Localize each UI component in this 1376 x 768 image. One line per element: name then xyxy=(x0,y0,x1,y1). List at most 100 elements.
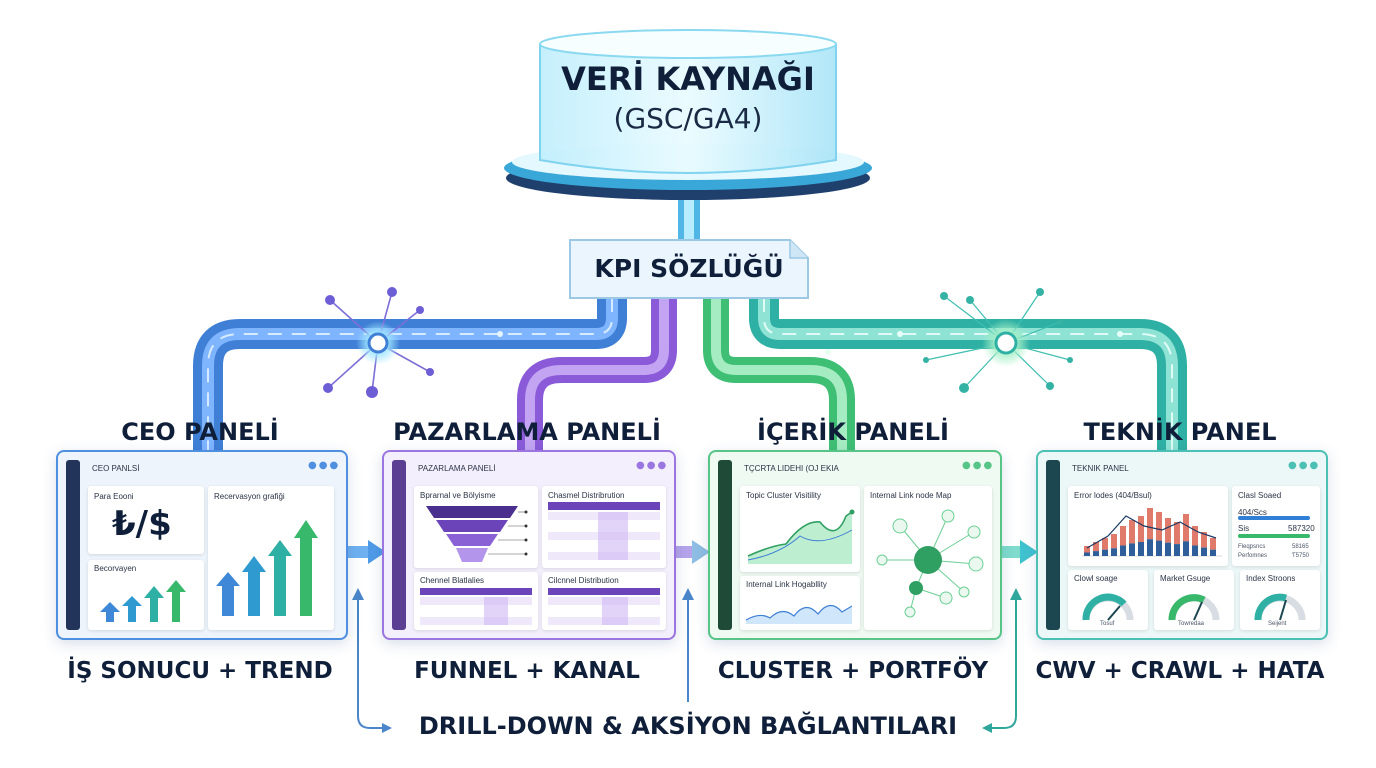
speed-row-3: Fleqpsncs xyxy=(1238,544,1266,550)
error-bar-bottom xyxy=(1201,547,1207,556)
marketing-blatlalies-card: Chennel Blatlalies xyxy=(414,572,538,630)
content-cluster-title: Topic Cluster Visitility xyxy=(746,491,821,500)
error-bar-bottom xyxy=(1174,544,1180,556)
content-caption: CLUSTER + PORTFÖY xyxy=(717,658,989,684)
speed-row-1: 404/Scs xyxy=(1238,508,1267,517)
source-subtitle: (GSC/GA4) xyxy=(613,102,763,135)
speed-val-1: 587320 xyxy=(1288,524,1315,533)
marketing-channel-title: Chasmel Distribrution xyxy=(548,491,625,500)
crawl-gauge-icon xyxy=(1082,593,1134,621)
gauge-card-1: Clowl soage Tosuf xyxy=(1068,570,1148,630)
technical-panel-window: TEKNIK PANEL ●●● Error lodes (404/Bsul) … xyxy=(1036,450,1328,640)
error-bar-bottom xyxy=(1147,539,1153,556)
marketing-blatlalies-title: Chennel Blatlalies xyxy=(420,576,485,585)
error-bar-top xyxy=(1183,514,1189,542)
error-bar-top xyxy=(1147,508,1153,540)
error-bar-bottom xyxy=(1102,549,1108,556)
error-bar-top xyxy=(1210,538,1216,550)
error-bar-bottom xyxy=(1111,548,1117,556)
gauge-3-label: Seijent xyxy=(1268,621,1287,627)
technical-caption: CWV + CRAWL + HATA xyxy=(1035,658,1325,684)
error-bar-bottom xyxy=(1138,542,1144,556)
error-trend-line xyxy=(1086,515,1217,549)
ceo-trend-arrows-icon xyxy=(216,520,318,616)
marketing-channel-card: Chasmel Distribrution xyxy=(542,486,666,568)
window-dots-icon: ●●● xyxy=(962,460,995,471)
content-linkmap-card: Internal Link node Map xyxy=(864,486,992,630)
ceo-revenue-card: Para Eooni ₺/$ xyxy=(88,486,204,554)
technical-errors-card: Error lodes (404/Bsul) xyxy=(1068,486,1228,566)
gauge-3-title: Index Stroons xyxy=(1246,574,1296,583)
error-bar-bottom xyxy=(1210,549,1216,556)
marketing-panel-title: PAZARLAMA PANELİ xyxy=(393,418,661,446)
index-gauge-icon xyxy=(1254,593,1306,621)
content-hogability-card: Internal Link Hogabllity xyxy=(740,576,860,630)
speed-val-2: 58165 xyxy=(1292,544,1309,550)
hogability-area-chart xyxy=(745,604,853,624)
error-bar-top xyxy=(1093,542,1099,552)
error-bar-bottom xyxy=(1165,542,1171,556)
speed-bar-2 xyxy=(1238,534,1310,538)
technical-sidebar xyxy=(1046,460,1060,630)
technical-speed-title: Clasl Soaed xyxy=(1238,491,1282,500)
error-bar-top xyxy=(1138,516,1144,542)
error-bar-bottom xyxy=(1093,551,1099,556)
content-linkmap-title: Internal Link node Map xyxy=(870,491,952,500)
ceo-currency: ₺/$ xyxy=(112,504,172,544)
ceo-revenue-title: Para Eooni xyxy=(94,492,134,501)
window-dots-icon: ●●● xyxy=(1288,460,1321,471)
internal-link-node-map xyxy=(876,509,984,618)
error-bar-bottom xyxy=(1156,540,1162,556)
funnel-icon xyxy=(426,506,528,562)
content-panel-window: TÇCRTA LIDEHI (OJ EKIA ●●● Topic Cluster… xyxy=(708,450,1002,640)
ceo-panel-window: CEO PANLSİ ●●● Para Eooni ₺/$ Recervasyo… xyxy=(56,450,348,640)
source-title: VERİ KAYNAĞI xyxy=(561,60,815,98)
gauge-2-title: Market Gsuge xyxy=(1160,574,1211,583)
marketing-sidebar xyxy=(392,460,406,630)
ceo-growth-title: Becorvayen xyxy=(94,564,137,573)
technical-errors-title: Error lodes (404/Bsul) xyxy=(1074,491,1152,500)
marketing-distribution-card: Cilcnnel Distribution xyxy=(542,572,666,630)
gauge-1-title: Clowl soage xyxy=(1074,574,1118,583)
error-bar-top xyxy=(1120,526,1126,546)
ceo-sidebar xyxy=(66,460,80,630)
marketing-funnel-card: Bprarnal ve Bölyisme xyxy=(414,486,538,568)
marketing-panel-window: PAZARLAMA PANELİ ●●● Bprarnal ve Bölyism… xyxy=(382,450,676,640)
marketing-caption: FUNNEL + KANAL xyxy=(414,658,640,684)
gauge-2-label: Towredaa xyxy=(1178,621,1205,627)
ceo-trend-title: Recervasyon grafiği xyxy=(214,492,285,501)
error-bar-bottom xyxy=(1120,545,1126,556)
error-bar-top xyxy=(1111,534,1117,549)
kpi-dictionary-label: KPI SÖZLÜĞÜ xyxy=(594,254,784,283)
gauge-card-3: Index Stroons Seijent xyxy=(1240,570,1320,630)
marketing-distribution-title: Cilcnnel Distribution xyxy=(548,576,619,585)
channel-table xyxy=(548,502,660,560)
error-bar-top xyxy=(1084,546,1090,553)
content-hogability-title: Internal Link Hogabllity xyxy=(746,580,827,589)
gauge-card-2: Market Gsuge Towredaa xyxy=(1154,570,1234,630)
content-window-title: TÇCRTA LIDEHI (OJ EKIA xyxy=(744,464,839,473)
market-gauge-icon xyxy=(1168,594,1220,621)
error-bar-top xyxy=(1174,522,1180,545)
gauge-1-label: Tosuf xyxy=(1100,621,1115,627)
technical-speed-card: Clasl Soaed 404/Scs Sis 587320 Fleqpsncs… xyxy=(1232,486,1320,566)
speed-bar-1 xyxy=(1238,516,1310,520)
error-bar-top xyxy=(1192,526,1198,546)
content-cluster-card: Topic Cluster Visitility xyxy=(740,486,860,572)
speed-row-2: Sis xyxy=(1238,524,1250,533)
speed-val-3: Ƭ5750 xyxy=(1292,553,1310,559)
technical-panel-title: TEKNİK PANEL xyxy=(1083,418,1277,446)
error-codes-bar-chart xyxy=(1082,508,1222,557)
marketing-window-title: PAZARLAMA PANELİ xyxy=(418,464,496,473)
ceo-growth-card: Becorvayen xyxy=(88,560,204,630)
error-bar-top xyxy=(1102,538,1108,550)
channel-rows xyxy=(420,588,532,625)
error-bar-bottom xyxy=(1192,545,1198,556)
window-dots-icon: ●●● xyxy=(636,460,669,471)
ceo-caption: İŞ SONUCU + TREND xyxy=(67,658,333,684)
error-bar-top xyxy=(1129,520,1135,544)
content-panel-title: İÇERİK PANELİ xyxy=(757,418,949,446)
technical-window-title: TEKNIK PANEL xyxy=(1072,464,1129,473)
